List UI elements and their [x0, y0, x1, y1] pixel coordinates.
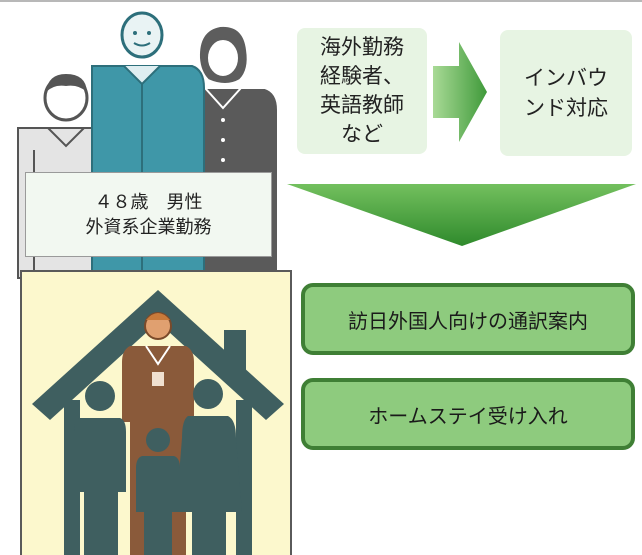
guest-person-right	[176, 379, 242, 555]
inbound-line: ンド対応	[524, 96, 608, 120]
inbound-box: インバウ ンド対応	[500, 30, 632, 156]
experience-line: 海外勤務	[320, 35, 404, 59]
house-icon	[32, 290, 284, 555]
right-arrow-icon	[433, 42, 487, 142]
guest-child	[136, 428, 180, 555]
down-triangle-arrow	[287, 184, 636, 246]
experience-line: など	[341, 122, 383, 146]
job-text: 外資系企業勤務	[85, 216, 212, 238]
experience-line: 経験者、	[320, 64, 404, 88]
top-divider	[0, 0, 642, 2]
arrow-layer	[287, 42, 636, 246]
experience-box: 海外勤務 経験者、 英語教師 など	[297, 28, 427, 154]
activity-homestay: ホームステイ受け入れ	[301, 378, 635, 450]
homestay-illustration	[20, 270, 292, 555]
age-gender-text: ４８歳 男性	[94, 191, 203, 213]
activity-guide-interpreting: 訪日外国人向けの通訳案内	[301, 283, 635, 355]
guest-person-left	[74, 381, 126, 555]
experience-line: 英語教師	[320, 93, 404, 117]
profile-caption: ４８歳 男性 外資系企業勤務	[25, 172, 272, 257]
inbound-line: インバウ	[524, 66, 608, 90]
